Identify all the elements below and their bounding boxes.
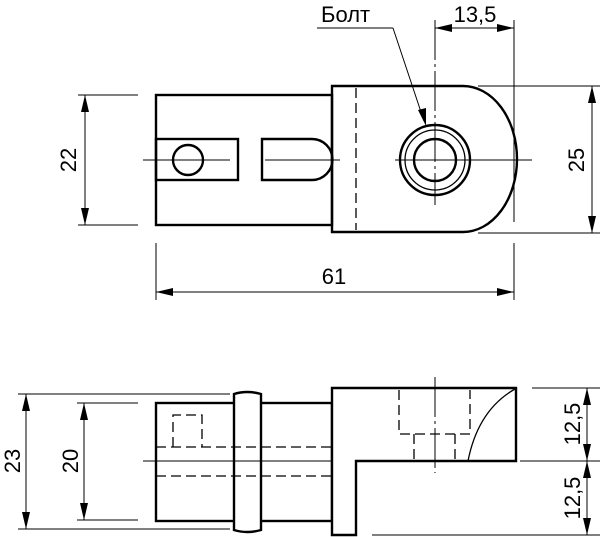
arrow-icon	[497, 24, 514, 32]
rounded-slot	[260, 137, 334, 182]
dim-12-5-upper: 12,5	[560, 403, 585, 446]
dim-13-5: 13,5	[454, 2, 497, 27]
arrow-icon	[418, 108, 426, 126]
arrow-icon	[583, 518, 591, 535]
bolt-label: Болт	[321, 2, 370, 27]
arrow-icon	[588, 216, 596, 233]
dim-23: 23	[0, 449, 25, 473]
arrow-icon	[81, 95, 89, 112]
dim-22: 22	[56, 148, 81, 172]
arrow-icon	[22, 512, 30, 529]
front-view: 23 20 12,5 12,5	[0, 377, 600, 537]
arrow-icon	[435, 24, 452, 32]
dim-12-5-lower: 12,5	[560, 477, 585, 520]
arrow-icon	[583, 388, 591, 405]
arrow-icon	[80, 403, 88, 420]
dim-25: 25	[564, 148, 589, 172]
dim-61: 61	[322, 264, 346, 289]
dim-20: 20	[58, 449, 83, 473]
collar	[232, 390, 263, 534]
arrow-icon	[80, 503, 88, 520]
curved-edge	[467, 388, 516, 462]
arrow-icon	[81, 208, 89, 225]
arrow-icon	[588, 86, 596, 103]
right-body-outline	[330, 84, 519, 234]
hidden-pocket	[172, 414, 203, 447]
arrow-icon	[583, 461, 591, 478]
arrow-icon	[22, 394, 30, 411]
arrow-icon	[583, 444, 591, 461]
right-block-outline	[330, 386, 518, 537]
arrow-icon	[497, 288, 514, 296]
leader-line	[392, 27, 425, 122]
top-view: 22 25 13,5 Болт 61	[56, 2, 600, 300]
arrow-icon	[156, 288, 173, 296]
